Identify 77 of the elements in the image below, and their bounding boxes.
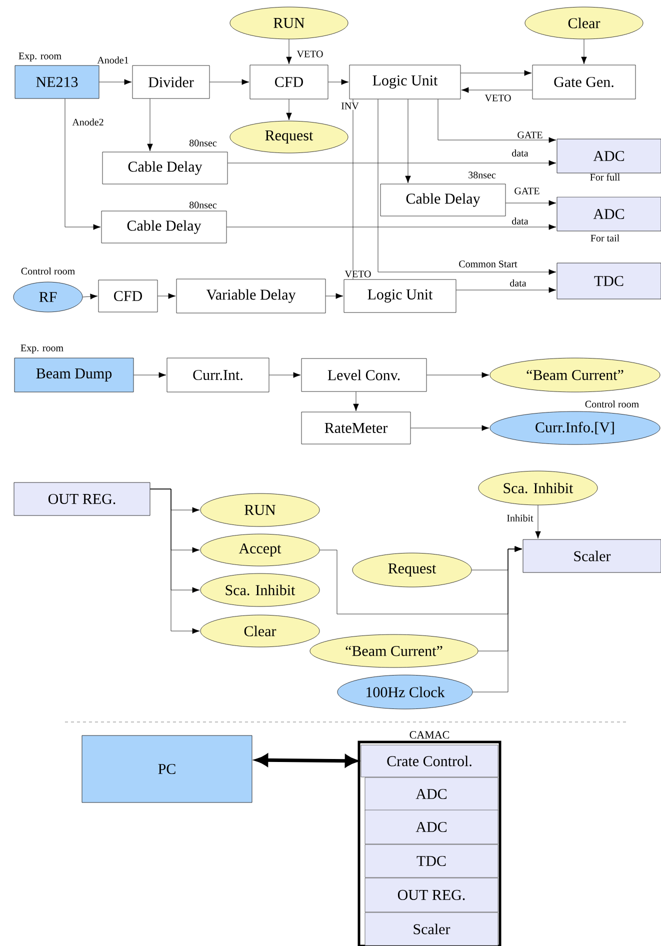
node-caption: 38nsec (468, 172, 496, 178)
module-box: Curr.Int. (166, 358, 270, 392)
arrow (438, 99, 556, 143)
arrow (82, 294, 98, 300)
module-box: Logic Unit (349, 64, 461, 100)
arrow (378, 99, 556, 275)
node-caption: Exp. room (18, 52, 62, 62)
crate-slot: ADC (364, 810, 498, 844)
node-caption: 80nsec (190, 140, 217, 146)
module-box: Level Conv. (301, 358, 427, 392)
edge-label: data (511, 149, 529, 158)
module-box: Scaler (522, 539, 661, 573)
arrow (326, 293, 344, 299)
edge-label: data (509, 279, 527, 288)
arrow (410, 425, 490, 431)
arrow (353, 392, 359, 412)
edge-label: Common Start (458, 260, 518, 268)
module-box: CFD (98, 280, 158, 312)
crate-slot: Scaler (364, 912, 498, 946)
module-box: ADC (556, 138, 661, 174)
edge-label: VETO (344, 270, 372, 278)
arrow (535, 505, 541, 539)
module-box: Variable Delay (176, 278, 326, 314)
node-caption: 80nsec (190, 202, 217, 208)
node-caption: Control room (585, 400, 639, 408)
module-box: NE213 (14, 65, 100, 99)
signal-label: INV (340, 102, 360, 110)
module-box: Cable Delay (380, 184, 506, 216)
arrow (506, 200, 556, 206)
arrow (426, 372, 490, 378)
arrow (99, 79, 132, 85)
module-box: Cable Delay (101, 210, 227, 244)
arrow (147, 98, 153, 152)
node-label: CAMAC (410, 731, 450, 739)
module-box: CFD (250, 64, 328, 100)
edge-label: Anode2 (72, 118, 104, 126)
arrow (581, 39, 587, 64)
edge-label: GATE (514, 187, 540, 195)
arrow (460, 70, 532, 76)
edge-label: GATE (516, 131, 544, 139)
arrow (286, 39, 292, 64)
crate-slot: Crate Control. (360, 744, 498, 778)
edge-label: VETO (296, 50, 324, 58)
arrow (472, 546, 522, 692)
module-box: ADC (556, 196, 661, 232)
node-caption: Control room (21, 267, 75, 275)
edge-label: VETO (484, 94, 512, 102)
edge-label: Anode1 (96, 56, 130, 64)
arrow (210, 79, 250, 85)
module-box: RateMeter (301, 412, 411, 444)
module-box: Gate Gen. (532, 64, 636, 100)
crate-slot: OUT REG. (364, 878, 498, 912)
node-caption: Exp. room (20, 344, 64, 354)
arrow (150, 488, 200, 634)
arrow (269, 372, 301, 378)
module-box: OUT REG. (14, 482, 150, 516)
arrow (64, 98, 101, 230)
node-caption: For tail (590, 234, 620, 242)
crate-slot: ADC (364, 777, 498, 811)
edge-label: data (511, 217, 529, 226)
module-box: Divider (132, 65, 210, 99)
crate-slot: TDC (364, 844, 498, 878)
module-box: Beam Dump (14, 358, 134, 392)
arrow (328, 79, 349, 85)
arrow (228, 160, 556, 166)
arrow (405, 99, 411, 184)
arrow (461, 87, 532, 93)
edge-label: Inhibit (506, 514, 534, 522)
arrow (158, 293, 176, 299)
node-caption: For full (590, 173, 620, 181)
module-box: Cable Delay (102, 152, 228, 184)
module-box: PC (82, 735, 252, 803)
arrow (286, 99, 292, 120)
arrow (134, 372, 166, 378)
arrow (226, 224, 556, 230)
arrow (456, 287, 556, 293)
module-box: TDC (556, 262, 661, 300)
